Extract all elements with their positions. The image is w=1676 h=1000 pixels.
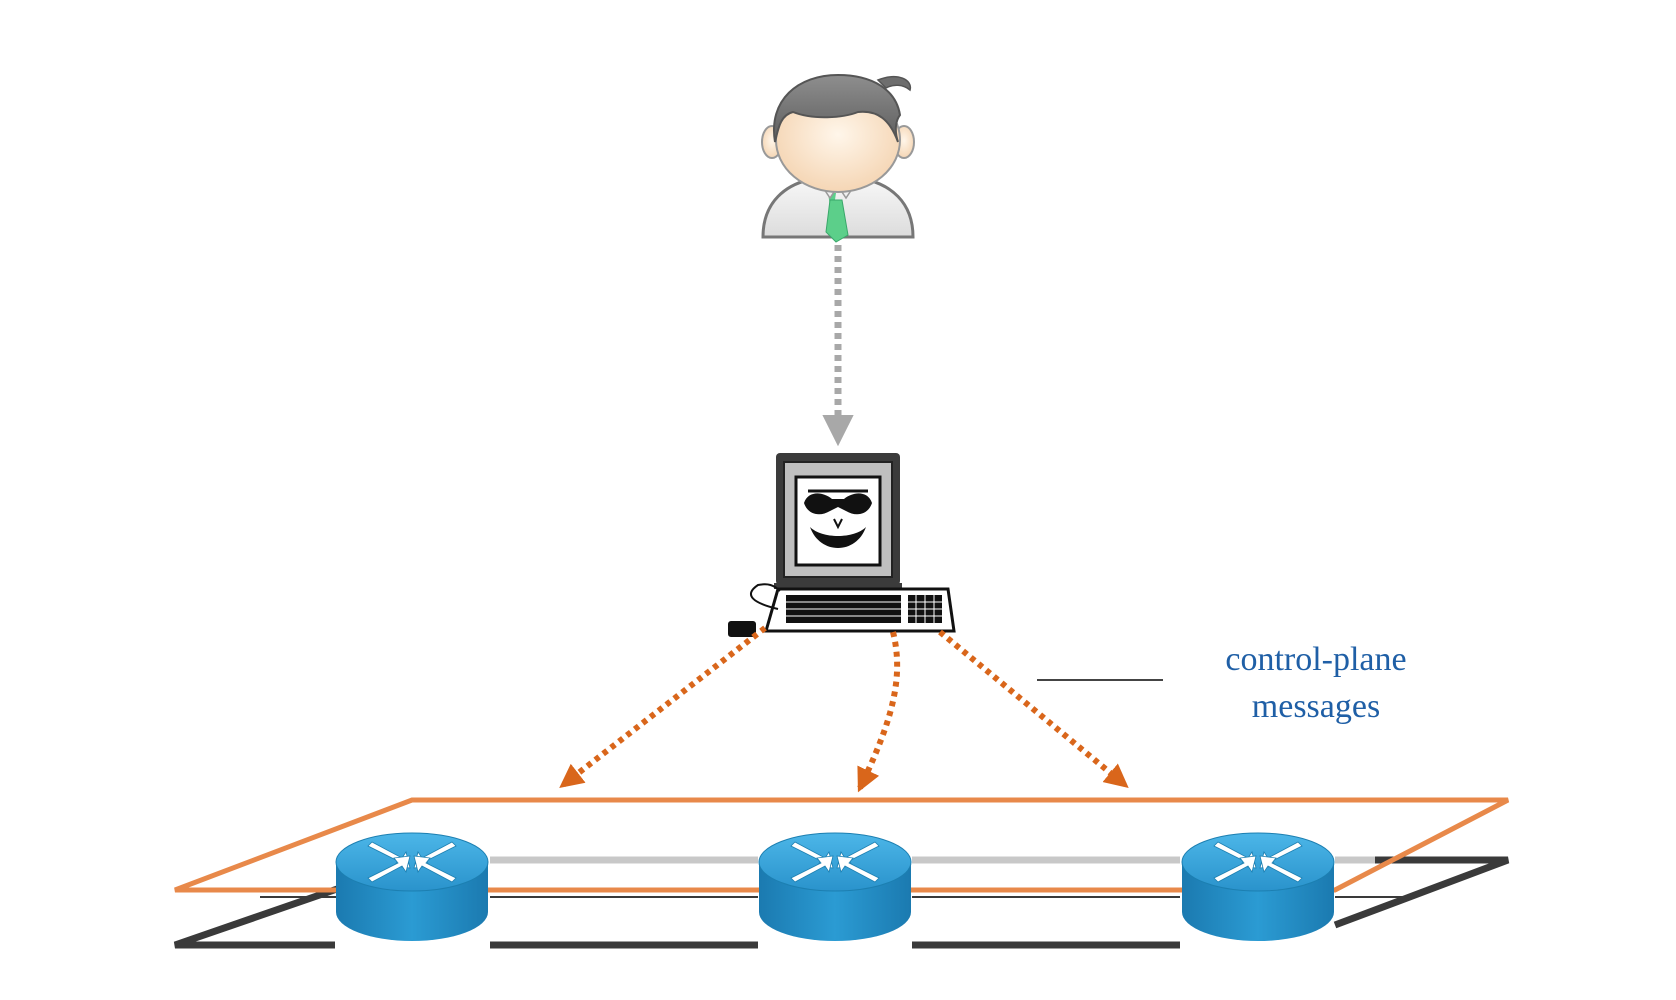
control-plane-messages (559, 625, 1129, 793)
mouse (728, 621, 756, 637)
router-icon (1181, 832, 1335, 941)
user-icon (761, 73, 915, 243)
router-right (1181, 832, 1335, 941)
control-message-arrow-left (559, 625, 767, 788)
mouse-cable (750, 583, 781, 610)
control-message-arrow-middle (857, 631, 901, 793)
router-left (335, 832, 489, 941)
control-plane (174, 797, 1510, 893)
annotation-label-line1: control-plane (1225, 641, 1406, 678)
routers (335, 832, 1335, 941)
data-plane-edge-right (1333, 856, 1510, 929)
data-plane-edge-left (173, 884, 342, 949)
annotation-label-line2: messages (1252, 688, 1380, 725)
hacker-computer-icon (728, 453, 956, 637)
router-icon (758, 832, 912, 941)
control-plane-outline (174, 797, 1510, 893)
router-middle (758, 832, 912, 941)
keyboard (764, 587, 956, 633)
control-message-arrow-right (938, 629, 1129, 789)
router-icon (335, 832, 489, 941)
